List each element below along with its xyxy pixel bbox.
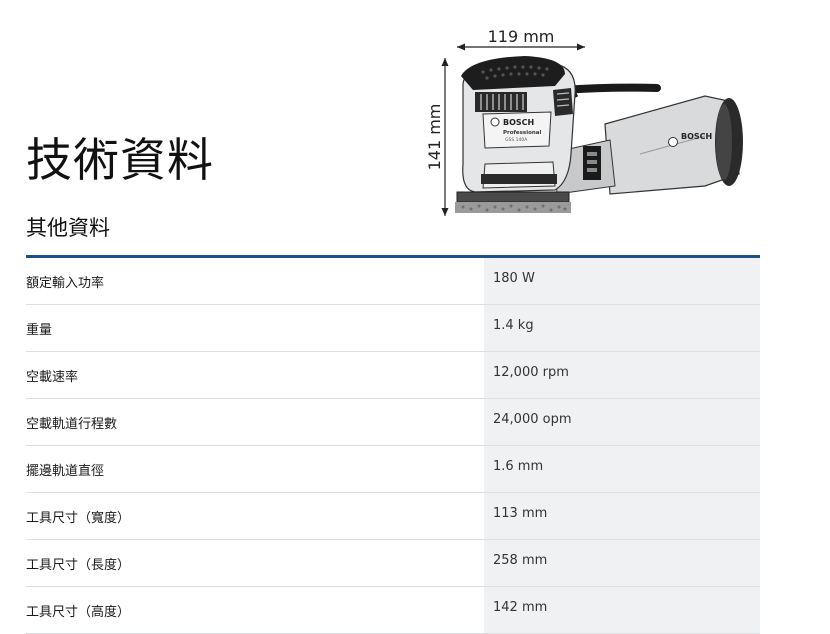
width-dimension-line	[457, 43, 585, 51]
width-dimension-label: 119 mm	[488, 27, 555, 46]
spec-value: 180 W	[484, 256, 760, 305]
spec-label: 工具尺寸（寬度）	[26, 492, 484, 540]
body-brand-label: BOSCH	[503, 118, 534, 127]
body-brand-sub-label: Professional	[503, 130, 541, 136]
spec-value: 142 mm	[484, 586, 760, 634]
spec-label: 額定輸入功率	[26, 256, 484, 305]
body-model-label: GSS 140A	[505, 137, 528, 143]
table-row: 工具尺寸（寬度） 113 mm	[26, 492, 760, 540]
section-title: 其他資料	[26, 216, 110, 240]
spec-label: 空載速率	[26, 351, 484, 399]
spec-value: 113 mm	[484, 492, 760, 540]
spec-value: 1.6 mm	[484, 445, 760, 493]
sanding-pad	[455, 191, 571, 213]
spec-value: 1.4 kg	[484, 304, 760, 352]
spec-label: 擺邊軌道直徑	[26, 445, 484, 493]
product-dimension-figure: 119 mm 141 mm BOSCH	[405, 14, 750, 224]
sander-illustration: 119 mm 141 mm BOSCH	[425, 27, 743, 216]
spec-label: 重量	[26, 304, 484, 352]
dust-canister: BOSCH	[604, 95, 743, 195]
spec-label: 工具尺寸（高度）	[26, 586, 484, 634]
spec-value: 24,000 opm	[484, 398, 760, 446]
page-title: 技術資料	[26, 133, 214, 187]
table-row: 工具尺寸（高度） 142 mm	[26, 586, 760, 634]
table-row: 擺邊軌道直徑 1.6 mm	[26, 445, 760, 493]
sander-body: BOSCH Professional GSS 140A	[461, 56, 576, 193]
table-row: 工具尺寸（長度） 258 mm	[26, 539, 760, 587]
table-row: 空載軌道行程數 24,000 opm	[26, 398, 760, 446]
spec-value: 12,000 rpm	[484, 351, 760, 399]
height-dimension-line	[441, 58, 449, 216]
specs-table: 額定輸入功率 180 W 重量 1.4 kg 空載速率 12,000 rpm 空…	[26, 255, 760, 634]
spec-label: 空載軌道行程數	[26, 398, 484, 446]
table-row: 空載速率 12,000 rpm	[26, 351, 760, 399]
table-row: 額定輸入功率 180 W	[26, 256, 760, 305]
table-row: 重量 1.4 kg	[26, 304, 760, 352]
height-dimension-label: 141 mm	[425, 104, 444, 171]
spec-value: 258 mm	[484, 539, 760, 587]
canister-brand-label: BOSCH	[681, 132, 712, 141]
spec-label: 工具尺寸（長度）	[26, 539, 484, 587]
